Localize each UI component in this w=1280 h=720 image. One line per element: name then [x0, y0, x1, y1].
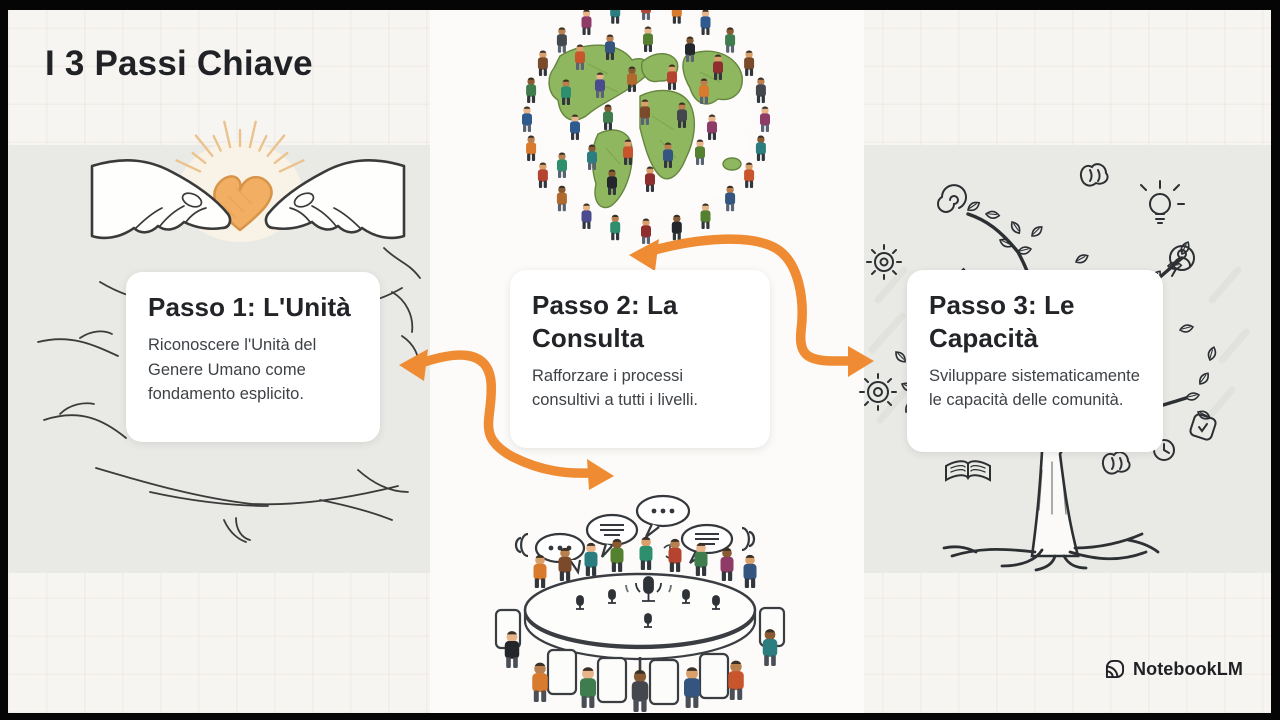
person-badge-icon — [1169, 245, 1195, 277]
letterbox-bar — [1271, 0, 1280, 720]
table-front-people — [494, 606, 786, 712]
letterbox-bar — [0, 0, 1280, 10]
badge-icon — [1189, 413, 1217, 441]
page-title: I 3 Passi Chiave — [45, 44, 313, 83]
tree-roots — [942, 532, 1160, 572]
knowledge-tree-illustration — [859, 163, 1217, 572]
notebooklm-logo: NotebookLM — [1104, 658, 1243, 680]
roots-illustration — [37, 247, 421, 543]
notebooklm-logo-icon — [1105, 659, 1125, 679]
brain-icon — [1080, 163, 1109, 187]
table-back-people — [533, 536, 757, 588]
globe-people-illustration — [522, 0, 770, 244]
flow-arrows — [399, 234, 874, 490]
notebooklm-label: NotebookLM — [1133, 658, 1243, 679]
globe-people — [522, 0, 770, 244]
speech-bubbles — [514, 494, 756, 575]
step-card-passo-3: Passo 3: Le Capacità Sviluppare sistemat… — [907, 270, 1163, 452]
book-icon — [945, 460, 991, 482]
hands-icon — [90, 159, 406, 240]
step-card-title: Passo 1: L'Unità — [148, 292, 351, 322]
step-card-body: Riconoscere l'Unità del Genere Umano com… — [148, 335, 317, 404]
letterbox-bar — [0, 0, 8, 720]
lightbulb-icon — [1140, 180, 1185, 224]
step-card-passo-2: Passo 2: La Consulta Rafforzare i proces… — [510, 270, 770, 448]
step-card-title: Passo 3: Le Capacità — [929, 290, 1075, 353]
gear-icon — [859, 373, 897, 411]
round-table — [523, 572, 757, 675]
arrow-step1-step2-roundtable — [399, 349, 614, 490]
brain-icon — [1102, 451, 1131, 475]
step-card-body: Sviluppare sistematicamente le capacità … — [929, 366, 1140, 410]
step-card-body: Rafforzare i processi consultivi a tutti… — [532, 366, 698, 410]
gear-icon — [866, 244, 902, 280]
heart-rays — [175, 120, 305, 173]
hands-heart-illustration — [90, 120, 406, 242]
arrow-globe-step3 — [629, 234, 874, 377]
step-card-passo-1: Passo 1: L'Unità Riconoscere l'Unità del… — [126, 272, 380, 442]
letterbox-bar — [0, 713, 1280, 720]
roundtable-illustration — [494, 494, 786, 712]
step-card-title: Passo 2: La Consulta — [532, 290, 678, 353]
spiral-icon — [937, 184, 967, 213]
microphone-icons — [576, 576, 720, 628]
